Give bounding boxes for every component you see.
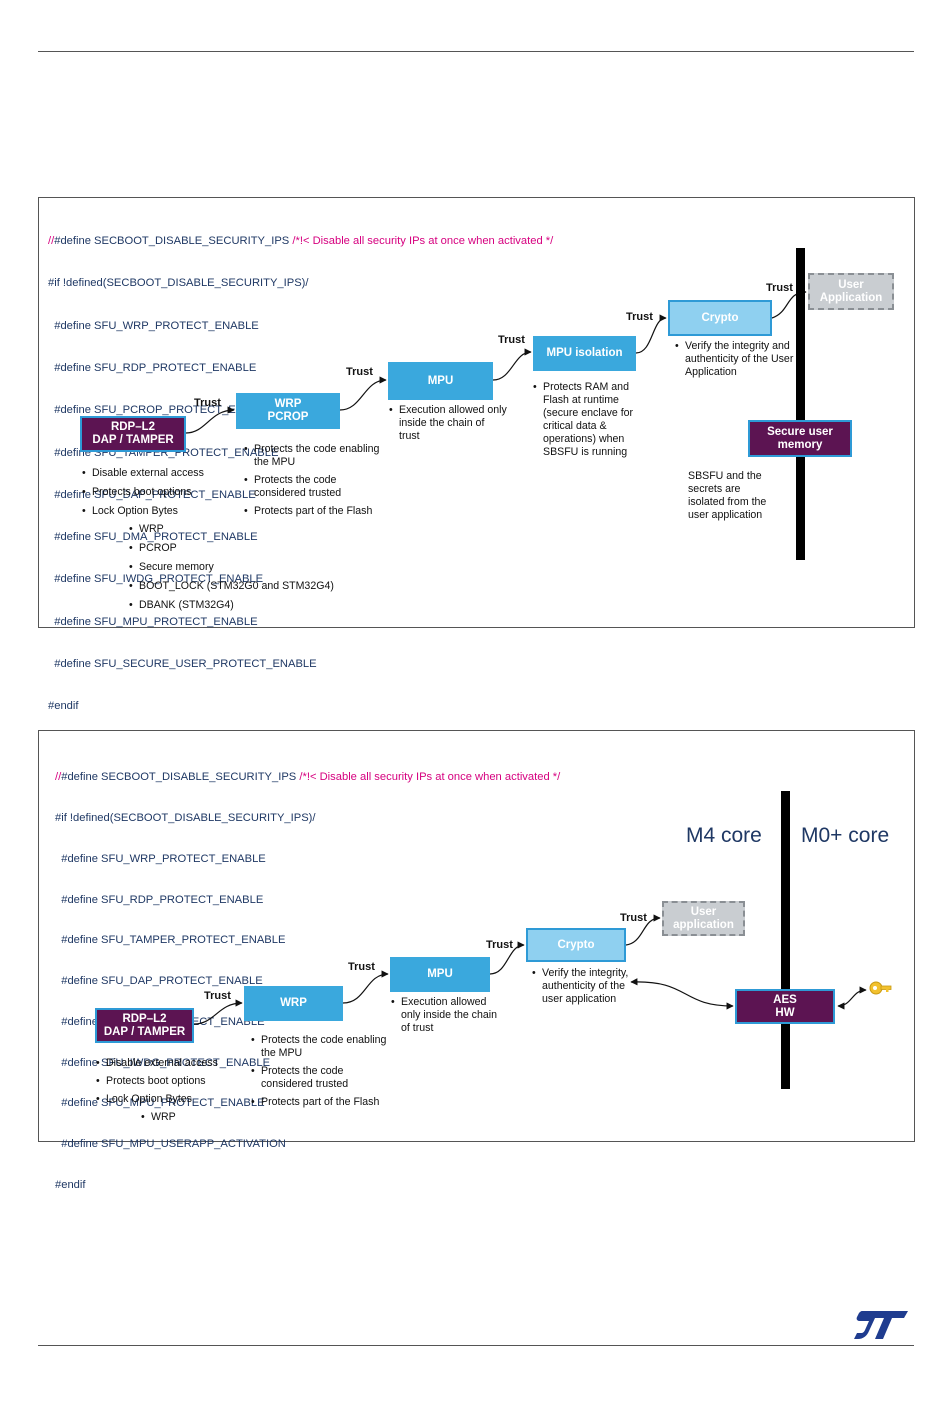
trust-label: Trust [346,366,373,378]
sbsfu-isolation-note: SBSFU and the secrets are isolated from … [688,470,767,521]
trust-arrow-wrp-mpu [339,376,387,411]
rdp-sub-bullets: WRP [141,1111,241,1129]
aes-key-arrow [837,986,867,1010]
code-endif: #endif [48,700,79,713]
trust-arrow-iso-crypto [635,314,667,354]
mpu-isolation-box: MPU isolation [533,336,636,371]
code-define: #define SFU_DAP_PROTECT_ENABLE [55,975,263,988]
core-separator-bar [781,791,790,1089]
code-define: #define SFU_SECURE_USER_PROTECT_ENABLE [48,658,317,670]
diagram2-frame [38,730,915,1142]
trust-label: Trust [620,912,647,924]
trust-label: Trust [348,961,375,973]
user-application-box: User Application [808,273,894,310]
trust-arrow-rdp-wrp [193,999,243,1025]
trust-label: Trust [626,311,653,323]
mpu-box: MPU [390,957,490,992]
m0-core-label: M0+ core [801,824,890,847]
rdp-l2-box: RDP–L2 DAP / TAMPER [80,416,186,452]
crypto-box: Crypto [526,928,626,962]
wrp-bullets: Protects the code enabling the MPU Prote… [251,1034,396,1114]
wrp-bullets: Protects the code enabling the MPU Prote… [244,443,389,523]
code-define: #define SFU_RDP_PROTECT_ENABLE [48,362,257,375]
aes-hw-box: AES HW [735,989,835,1024]
mpu-bullets: Execution allowed only inside the chain … [389,404,507,448]
code-endif: #endif [55,1179,86,1191]
code-define: #define SFU_MPU_PROTECT_ENABLE [48,615,258,628]
m4-core-label: M4 core [686,824,762,847]
trust-arrow-rdp-wrp [185,406,235,434]
rdp-bullets: Disable external access Protects boot op… [82,467,262,523]
isolation-bar [796,248,805,560]
rdp-l2-box: RDP–L2 DAP / TAMPER [95,1008,194,1043]
code-define: #define SFU_TAMPER_PROTECT_ENABLE [55,934,286,947]
secure-user-memory-box: Secure user memory [748,420,852,457]
trust-label: Trust [498,334,525,346]
code-define: #define SFU_WRP_PROTECT_ENABLE [55,852,266,865]
trust-label: Trust [194,397,221,409]
trust-label: Trust [766,282,793,294]
mpu-bullets: Execution allowed only inside the chain … [391,996,506,1040]
trust-arrow-mpu-iso [492,348,532,381]
code-line-2: #if !defined(SECBOOT_DISABLE_SECURITY_IP… [55,811,316,824]
top-rule [38,51,914,52]
code-define: #define SFU_RDP_PROTECT_ENABLE [55,893,264,906]
mpu-isolation-bullets: Protects RAM and Flash at runtime (secur… [533,381,643,464]
rdp-sub-bullets: WRP PCROP Secure memory BOOT_LOCK (STM32… [129,523,369,617]
bottom-rule [38,1345,914,1346]
code-line-2: #if !defined(SECBOOT_DISABLE_SECURITY_IP… [48,277,309,290]
mpu-box: MPU [388,362,493,400]
trust-label: Trust [204,990,231,1002]
crypto-bullets: Verify the integrity, authenticity of th… [532,967,637,1011]
trust-arrow-mpu-crypto [489,941,525,975]
crypto-box: Crypto [668,300,772,336]
code-define: #define SFU_MPU_USERAPP_ACTIVATION [55,1138,286,1151]
trust-arrow-wrp-mpu [342,970,389,1004]
crypto-bullets: Verify the integrity and authenticity of… [675,340,795,384]
key-icon [869,981,892,995]
rdp-bullets: Disable external access Protects boot op… [96,1057,276,1111]
wrp-box: WRP [244,986,343,1021]
trust-arrow-crypto-userapp [625,914,661,946]
code-line-1: //#define SECBOOT_DISABLE_SECURITY_IPS /… [55,771,561,784]
user-application-box: User application [662,901,745,936]
crypto-aes-arrow [630,978,734,1010]
code-define: #define SFU_WRP_PROTECT_ENABLE [48,319,259,332]
wrp-pcrop-box: WRP PCROP [236,393,340,429]
code-line-1: //#define SECBOOT_DISABLE_SECURITY_IPS /… [48,235,554,248]
st-logo [854,1311,908,1339]
trust-label: Trust [486,939,513,951]
